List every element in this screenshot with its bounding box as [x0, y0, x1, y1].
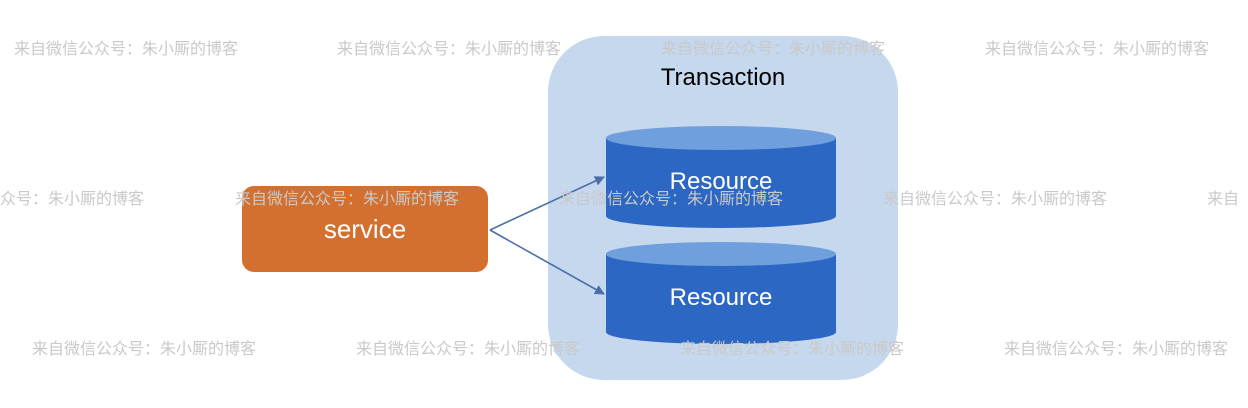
service-node: service — [242, 186, 488, 272]
watermark-text: 来自微信公众号：朱小厮的博客 — [32, 341, 257, 358]
watermark-text: 来自微信公众号：朱小厮的博客 — [14, 41, 239, 58]
watermark-text: 来自微信公众号：朱小厮的博客 — [356, 341, 581, 358]
service-label: service — [323, 213, 407, 244]
watermark-text: 来自微信公众号：朱小厮的博客 — [235, 191, 460, 208]
resource-cylinder-1: Resource — [606, 124, 836, 228]
watermark-text: 来自微信公众号：朱小厮的博客 — [680, 341, 905, 358]
watermark-text: 来自微信公众号：朱小厮的博客 — [559, 191, 784, 208]
resource-cylinder-2: Resource — [606, 240, 836, 344]
watermark-text: 来自微信公众号：朱小厮的博客 — [1004, 341, 1229, 358]
watermark-text: 来自微信公众号：朱小厮的博客 — [883, 191, 1108, 208]
arrow-to-resource-1 — [489, 176, 605, 231]
arrow-to-resource-2 — [489, 229, 605, 295]
watermark-text: 来自微信公众号：朱小厮的博客 — [661, 41, 886, 58]
watermark-text-partial: 来自 — [1207, 191, 1240, 208]
watermark-text-partial: 众号：朱小厮的博客 — [0, 191, 145, 208]
watermark-text: 来自微信公众号：朱小厮的博客 — [337, 41, 562, 58]
watermark-text: 来自微信公众号：朱小厮的博客 — [985, 41, 1210, 58]
transaction-label: Transaction — [660, 64, 786, 91]
resource-label-2: Resource — [669, 284, 773, 311]
resource-label-1: Resource — [669, 168, 773, 195]
